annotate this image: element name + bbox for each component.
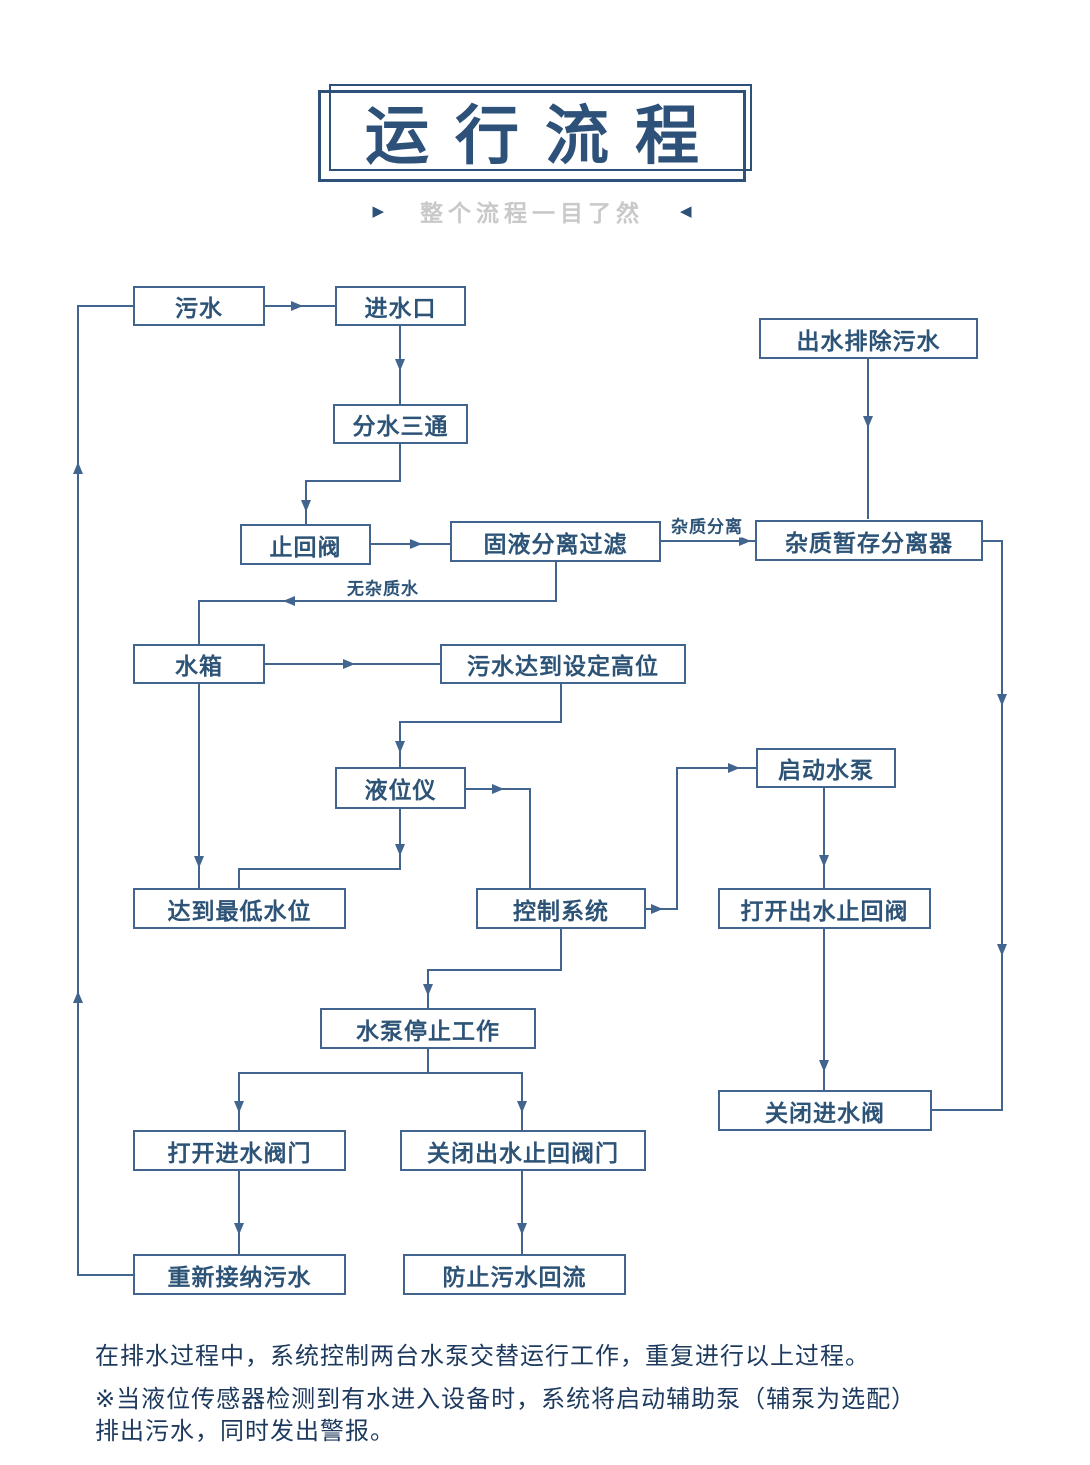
subtitle-row: ▶ 整个流程一目了然 ◀ bbox=[318, 194, 746, 228]
node-zhihuifa: 止回阀 bbox=[240, 524, 371, 565]
arrowhead-icon bbox=[73, 991, 83, 1003]
arrowhead-icon bbox=[301, 500, 311, 512]
arrowhead-icon bbox=[395, 844, 405, 856]
edge-chongxinjiena-to-wushui bbox=[77, 305, 133, 1276]
arrowhead-icon bbox=[517, 1223, 527, 1235]
node-shuibengtingzhi: 水泵停止工作 bbox=[320, 1008, 536, 1049]
node-guanbichushuifamen: 关闭出水止回阀门 bbox=[400, 1130, 646, 1171]
edge-guyefenli-to-shuixiang bbox=[198, 562, 557, 644]
arrowhead-icon bbox=[651, 904, 663, 914]
arrowhead-icon bbox=[728, 763, 740, 773]
edge-shuibengtingzhi-to-dakaijinshuifamen bbox=[238, 1049, 429, 1130]
arrowhead-icon bbox=[819, 1060, 829, 1072]
footer-line-3: 排出污水，同时发出警报。 bbox=[95, 1418, 395, 1445]
subtitle-text: 整个流程一目了然 bbox=[420, 200, 644, 226]
node-guanbijinshuifa: 关闭进水阀 bbox=[718, 1090, 932, 1131]
node-shuixiang: 水箱 bbox=[133, 644, 265, 684]
edge-label-wuzazhi-shui: 无杂质水 bbox=[345, 574, 421, 600]
arrowhead-icon bbox=[395, 741, 405, 753]
node-jinshuikou: 进水口 bbox=[335, 286, 466, 326]
arrowhead-icon bbox=[997, 944, 1007, 956]
node-zazhifenliqi: 杂质暂存分离器 bbox=[755, 520, 983, 561]
arrowhead-icon bbox=[863, 416, 873, 428]
edge-label-zazhi-fenli: 杂质分离 bbox=[669, 512, 745, 538]
edge-shuibengtingzhi-to-guanbichushuifamen bbox=[427, 1049, 523, 1130]
left-triangle-icon: ◀ bbox=[680, 202, 692, 220]
node-guyefenli: 固液分离过滤 bbox=[450, 521, 661, 562]
page-title: 运行流程 bbox=[365, 100, 725, 172]
arrowhead-icon bbox=[410, 539, 422, 549]
node-chongxinjiena: 重新接纳污水 bbox=[133, 1254, 346, 1295]
arrowhead-icon bbox=[819, 855, 829, 867]
arrowhead-icon bbox=[194, 856, 204, 868]
node-fenshuisantong: 分水三通 bbox=[333, 404, 468, 444]
node-wushui: 污水 bbox=[133, 286, 265, 326]
node-zuidishuiwei: 达到最低水位 bbox=[133, 888, 346, 929]
footer-line-1: 在排水过程中，系统控制两台水泵交替运行工作，重复进行以上过程。 bbox=[95, 1343, 870, 1370]
arrowhead-icon bbox=[291, 301, 303, 311]
node-fangzhihuiliu: 防止污水回流 bbox=[403, 1254, 626, 1295]
edge-fenshuisantong-to-zhihuifa bbox=[305, 444, 401, 524]
arrowhead-icon bbox=[283, 596, 295, 606]
edge-kongzhixitong-to-shuibengtingzhi bbox=[427, 929, 562, 1008]
arrowhead-icon bbox=[739, 536, 751, 546]
arrowhead-icon bbox=[423, 984, 433, 996]
edge-yeweiyi-to-zuidishuiwei bbox=[238, 809, 401, 888]
footer-line-2: ※当液位传感器检测到有水进入设备时，系统将启动辅助泵（辅泵为选配） bbox=[95, 1386, 917, 1413]
edge-yeweiyi-to-kongzhixitong bbox=[466, 788, 531, 888]
node-yeweiyi: 液位仪 bbox=[335, 767, 466, 809]
arrowhead-icon bbox=[234, 1101, 244, 1113]
node-gaowei: 污水达到设定高位 bbox=[440, 644, 686, 684]
edge-zazhifenliqi-to-guanbijinshuifa bbox=[932, 540, 1003, 1111]
arrowhead-icon bbox=[73, 462, 83, 474]
title-box: 运行流程 bbox=[318, 84, 752, 182]
node-chushuipaichu: 出水排除污水 bbox=[759, 318, 978, 359]
arrowhead-icon bbox=[343, 659, 355, 669]
arrowhead-icon bbox=[997, 694, 1007, 706]
node-dakaichushuizhihuifa: 打开出水止回阀 bbox=[718, 888, 931, 929]
arrowhead-icon bbox=[517, 1101, 527, 1113]
arrowhead-icon bbox=[492, 784, 504, 794]
node-qidongshuibeng: 启动水泵 bbox=[756, 748, 896, 788]
node-dakaijinshuifamen: 打开进水阀门 bbox=[133, 1130, 346, 1171]
arrowhead-icon bbox=[234, 1223, 244, 1235]
edge-gaowei-to-yeweiyi bbox=[399, 684, 562, 767]
node-kongzhixitong: 控制系统 bbox=[476, 888, 646, 929]
arrowhead-icon bbox=[395, 359, 405, 371]
right-triangle-icon: ▶ bbox=[372, 202, 384, 220]
